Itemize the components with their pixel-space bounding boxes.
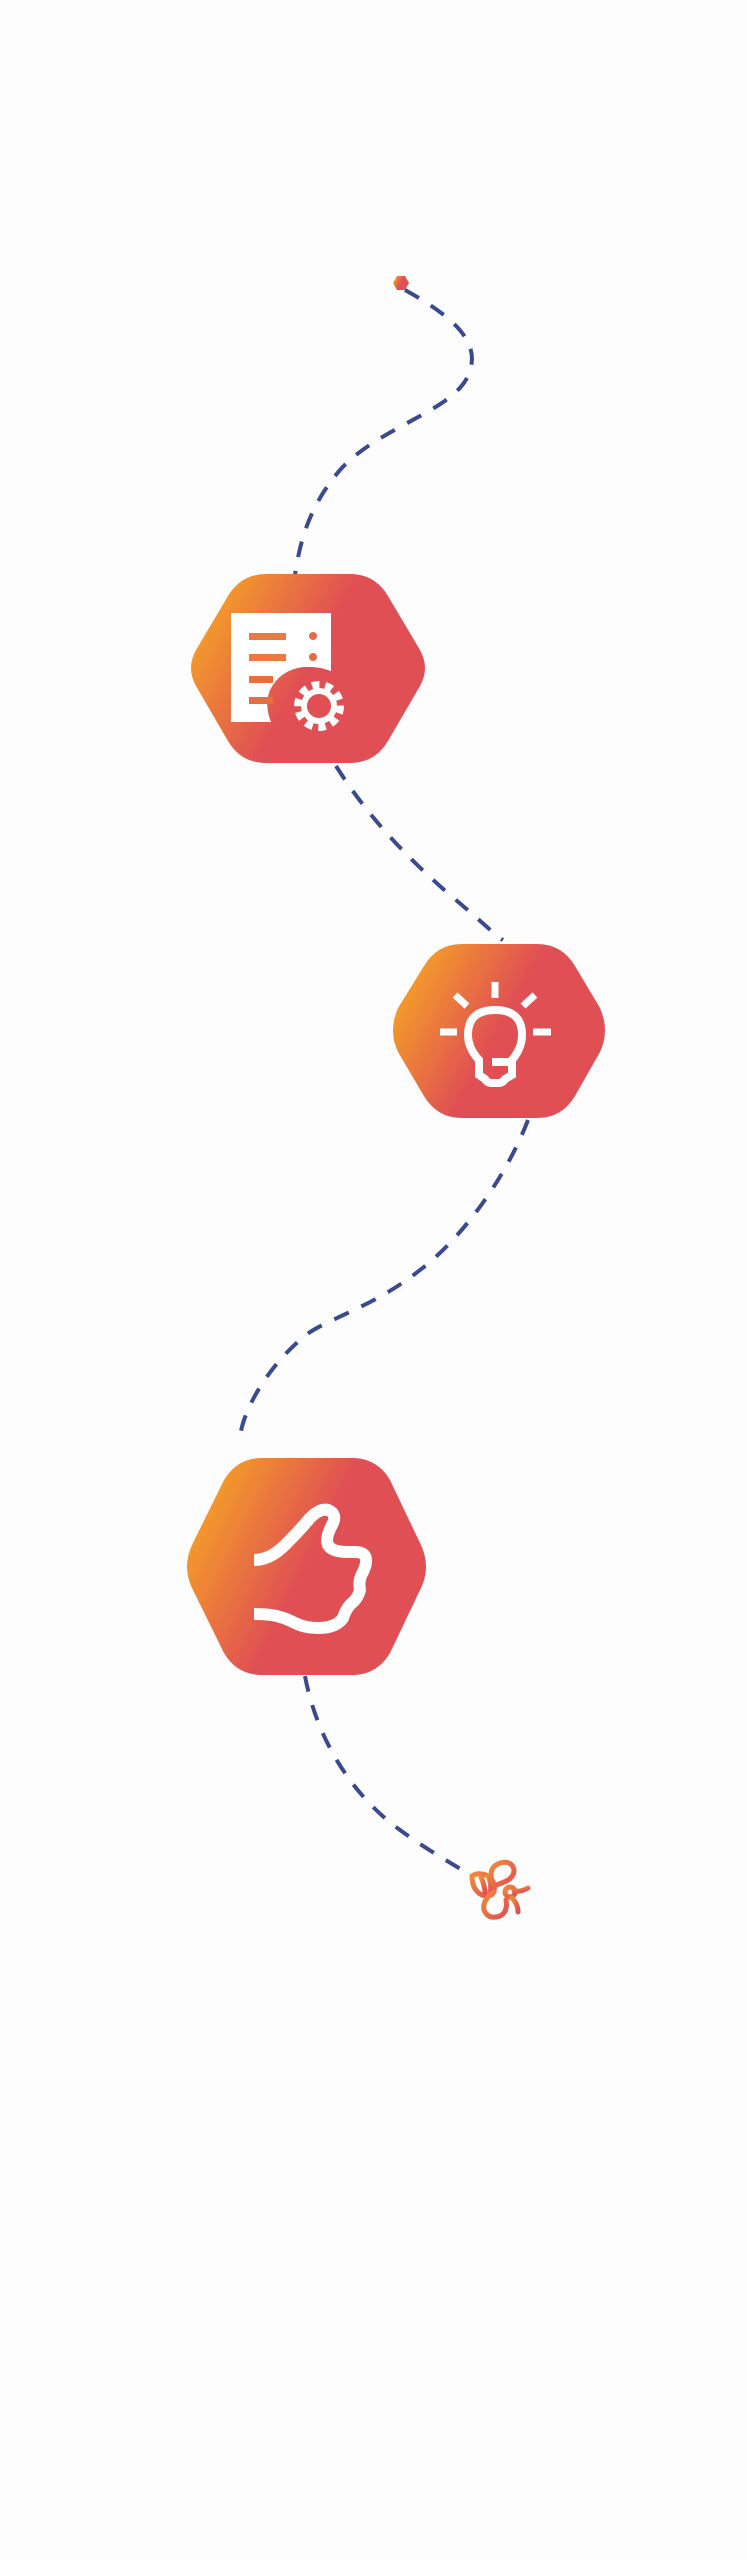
step-hexagon-thumbs-up: [187, 1458, 426, 1675]
start-hexagon-marker: [393, 276, 409, 290]
dashed-path: [293, 288, 474, 576]
dashed-path: [238, 1119, 530, 1441]
step-hexagon-document: [191, 574, 425, 763]
dashed-path: [334, 764, 505, 942]
document-gear-icon: [231, 613, 344, 731]
thumbs-up-icon: [253, 1503, 373, 1635]
bee-icon: [469, 1859, 531, 1920]
dashed-path: [303, 1675, 472, 1877]
lightbulb-icon: [440, 982, 551, 1087]
step-hexagon-lightbulb: [393, 944, 605, 1118]
